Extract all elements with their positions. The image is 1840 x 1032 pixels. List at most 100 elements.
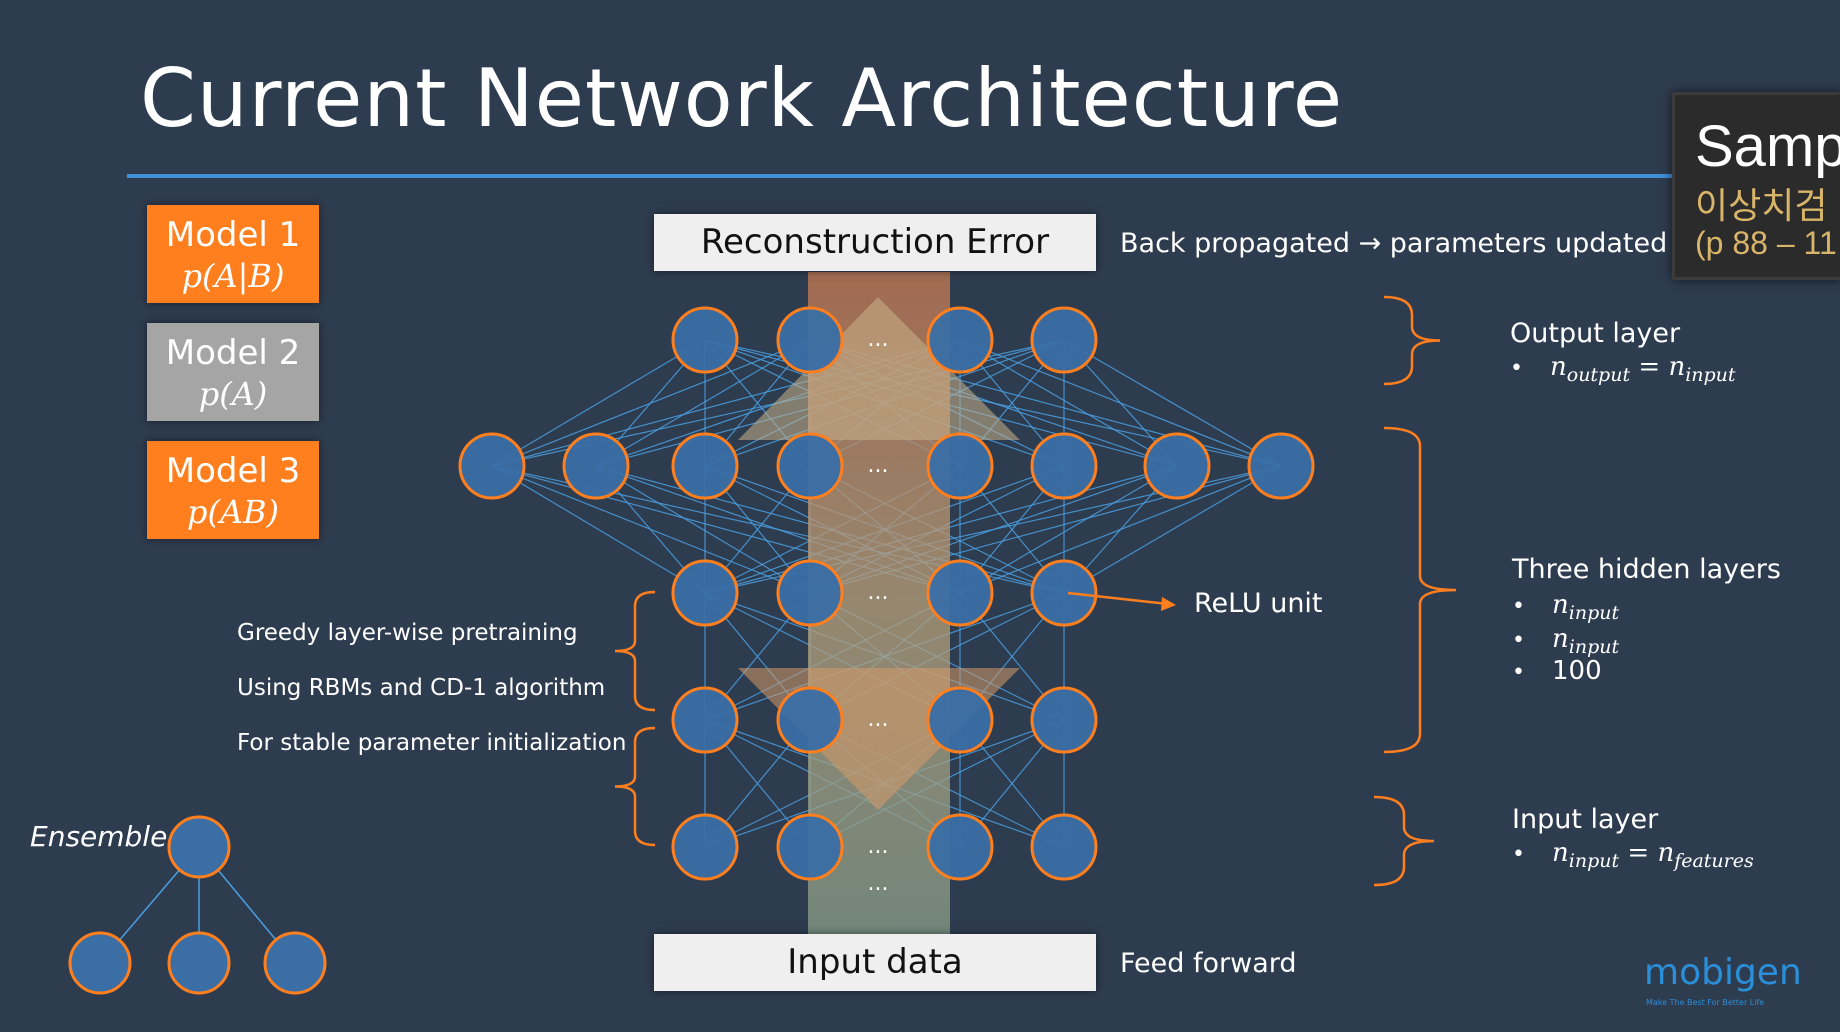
network-node xyxy=(776,306,844,374)
network-node xyxy=(671,306,739,374)
model-3-name: Model 3 xyxy=(165,451,301,491)
ellipsis-text: ... xyxy=(868,580,889,605)
connection-line xyxy=(959,339,1178,467)
ellipsis-text: ... xyxy=(868,327,889,352)
hidden-1-sub: input xyxy=(1568,602,1620,625)
ensemble-label: Ensemble xyxy=(30,820,168,853)
bullet-dot: • xyxy=(1512,628,1525,653)
model-1-prob: p(A|B) xyxy=(181,257,285,295)
input-rhs-sub: features xyxy=(1674,850,1754,873)
model-1-name: Model 1 xyxy=(165,215,301,255)
connection-line xyxy=(1063,465,1282,594)
sample-pages: (p 88 – 11 xyxy=(1695,225,1837,261)
model-1-box: Model 1 p(A|B) xyxy=(147,205,319,303)
nodes xyxy=(458,306,1315,881)
network-node xyxy=(776,813,844,881)
hidden-1-base: n xyxy=(1552,590,1569,620)
input-lhs-sub: input xyxy=(1568,850,1620,873)
sample-title: Samp xyxy=(1695,114,1840,179)
connection-line xyxy=(1063,339,1282,467)
mobigen-tagline: Make The Best For Better Life xyxy=(1646,998,1765,1007)
output-lhs: n xyxy=(1550,352,1567,382)
bullet-dot: • xyxy=(1512,660,1525,685)
input-data-box: Input data xyxy=(654,934,1096,991)
hidden-2-base: n xyxy=(1552,624,1569,654)
output-lhs-sub: output xyxy=(1566,364,1631,387)
network-node xyxy=(776,432,844,500)
connection-line xyxy=(959,465,1282,594)
ensemble-tree xyxy=(68,815,327,995)
output-layer-title: Output layer xyxy=(1510,318,1681,349)
ensemble-node xyxy=(68,931,132,995)
brace xyxy=(614,726,656,847)
connection-line xyxy=(491,339,811,467)
network-node xyxy=(671,813,739,881)
input-op: = xyxy=(1627,838,1650,868)
network-node xyxy=(926,432,994,500)
relu-label: ReLU unit xyxy=(1194,588,1323,619)
ellipsis-text: ... xyxy=(868,871,889,896)
title-divider xyxy=(127,174,1687,178)
connection-line xyxy=(959,465,1178,594)
reconstruction-error-box: Reconstruction Error xyxy=(654,214,1096,271)
network-node xyxy=(1030,686,1098,754)
sample-overlay: Samp 이상치검 (p 88 – 11 xyxy=(1672,92,1840,280)
model-2-box: Model 2 p(A) xyxy=(147,323,319,421)
network-node xyxy=(1247,432,1315,500)
network-node xyxy=(1143,432,1211,500)
ellipsis-text: ... xyxy=(868,707,889,732)
network-node xyxy=(458,432,526,500)
network-node xyxy=(671,559,739,627)
network-node xyxy=(776,559,844,627)
brace xyxy=(1383,295,1441,386)
hidden-bullet-3: • 100 xyxy=(1512,656,1602,686)
up-arrow xyxy=(738,297,1020,440)
hidden-bullet-1: • ninput xyxy=(1512,590,1619,624)
connection-line xyxy=(595,465,811,594)
pretraining-note-3: For stable parameter initialization xyxy=(237,730,627,756)
bullet-dot: • xyxy=(1512,842,1525,867)
hidden-bullet-2: •ninput xyxy=(1512,624,1619,658)
output-rhs-sub: input xyxy=(1685,364,1736,387)
pretraining-note-1: Greedy layer-wise pretraining xyxy=(237,620,578,646)
back-propagated-text: Back propagated → parameters updated xyxy=(1120,228,1668,259)
input-lhs: n xyxy=(1552,838,1569,868)
network-node xyxy=(671,686,739,754)
hidden-3-text: 100 xyxy=(1552,656,1602,686)
model-2-prob: p(A) xyxy=(198,375,268,413)
relu-arrow-head xyxy=(1161,597,1176,611)
network-node xyxy=(1030,559,1098,627)
network-node xyxy=(1030,306,1098,374)
network-node xyxy=(926,813,994,881)
connection-line xyxy=(595,339,811,467)
input-layer-bullet: •ninput = nfeatures xyxy=(1512,838,1754,872)
output-op: = xyxy=(1638,352,1661,382)
brace xyxy=(1383,426,1457,754)
output-layer-bullet: •noutput = ninput xyxy=(1510,352,1736,386)
network-node xyxy=(1030,813,1098,881)
ensemble-node xyxy=(167,815,231,879)
network-node xyxy=(926,686,994,754)
model-3-box: Model 3 p(AB) xyxy=(147,441,319,539)
pretraining-note-2: Using RBMs and CD-1 algorithm xyxy=(237,675,606,701)
ensemble-node xyxy=(263,931,327,995)
feed-forward-text: Feed forward xyxy=(1120,948,1297,979)
connection-line xyxy=(491,339,706,467)
ellipses: .................. xyxy=(868,327,889,896)
bullet-dot: • xyxy=(1510,356,1523,381)
brace xyxy=(1373,795,1435,887)
relu-arrow-line xyxy=(1067,591,1169,606)
mobigen-logo: mobigen xyxy=(1644,952,1802,993)
input-rhs: n xyxy=(1657,838,1675,868)
page-title: Current Network Architecture xyxy=(140,52,1344,145)
network-node xyxy=(926,306,994,374)
bullet-dot: • xyxy=(1512,594,1525,619)
connection-line xyxy=(491,465,706,594)
braces xyxy=(614,295,1457,887)
sample-korean: 이상치검 xyxy=(1695,185,1828,226)
brace xyxy=(614,590,656,712)
ensemble-node xyxy=(167,931,231,995)
ellipsis-text: ... xyxy=(868,453,889,478)
